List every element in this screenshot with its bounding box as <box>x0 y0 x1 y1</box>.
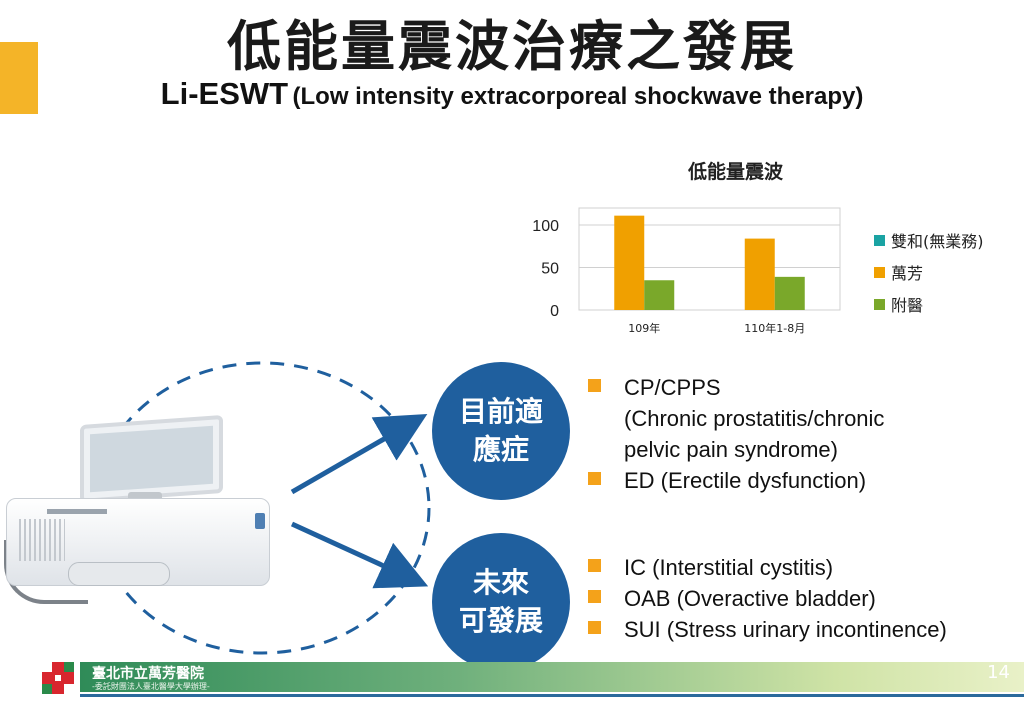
list-item: OAB (Overactive bladder) <box>588 583 947 614</box>
device-monitor <box>80 415 223 503</box>
y-tick-label: 100 <box>532 218 559 235</box>
list-item: CP/CPPS (Chronic prostatitis/chronic pel… <box>588 372 884 465</box>
legend-label: 附醫 <box>891 296 924 315</box>
future-indications-list: IC (Interstitial cystitis) OAB (Overacti… <box>588 552 947 645</box>
hospital-name: 臺北市立萬芳醫院 <box>92 666 204 682</box>
circle-label: 目前適 <box>458 395 543 428</box>
x-tick-label: 109年 <box>628 321 660 335</box>
slide-subtitle: Li-ESWT (Low intensity extracorporeal sh… <box>0 76 1024 112</box>
bullet-square-icon <box>588 559 601 572</box>
bar <box>614 215 645 310</box>
bullet-square-icon <box>588 621 601 634</box>
device-brand-strip <box>47 509 107 514</box>
device-vent <box>19 519 65 561</box>
y-tick-label: 0 <box>550 303 559 320</box>
list-item-text: SUI (Stress urinary incontinence) <box>624 617 947 642</box>
legend-item: 萬芳 <box>874 256 984 288</box>
list-item-text: CP/CPPS <box>624 375 721 400</box>
legend-label: 萬芳 <box>891 264 924 283</box>
slide-footer: 臺北市立萬芳醫院 -委託財團法人臺北醫學大學辦理- 14 <box>0 660 1024 701</box>
slide-title: 低能量震波治療之發展 <box>227 15 797 78</box>
subtitle-main: Li-ESWT <box>160 76 289 111</box>
bar <box>774 276 805 310</box>
chart-title: 低能量震波 <box>688 161 784 183</box>
legend-item: 附醫 <box>874 288 984 320</box>
accent-bar <box>0 42 38 114</box>
list-item-text: ED (Erectile dysfunction) <box>624 468 867 493</box>
footer-line <box>80 694 1024 697</box>
footer-band <box>80 662 1024 692</box>
chart-legend: 雙和(無業務) 萬芳 附醫 <box>874 224 984 320</box>
legend-label: 雙和(無業務) <box>891 232 984 251</box>
arrow-to-current <box>290 414 428 495</box>
circle-label: 可發展 <box>458 604 543 637</box>
bullet-square-icon <box>588 590 601 603</box>
y-tick-label: 50 <box>541 261 559 278</box>
bar <box>744 238 775 310</box>
circle-label: 未來 <box>472 566 529 599</box>
device-knob <box>255 513 265 529</box>
hospital-subtitle: -委託財團法人臺北醫學大學辦理- <box>92 682 210 691</box>
list-item: IC (Interstitial cystitis) <box>588 552 947 583</box>
list-item: SUI (Stress urinary incontinence) <box>588 614 947 645</box>
list-item-text: pelvic pain syndrome) <box>624 437 838 462</box>
list-item-text: IC (Interstitial cystitis) <box>624 555 834 580</box>
device-stand <box>128 492 162 502</box>
list-item-text: (Chronic prostatitis/chronic <box>624 406 885 431</box>
legend-item: 雙和(無業務) <box>874 224 984 256</box>
device-base <box>6 498 270 586</box>
page-number: 14 <box>987 662 1010 683</box>
circle-label: 應症 <box>472 433 529 466</box>
current-indications-list: CP/CPPS (Chronic prostatitis/chronic pel… <box>588 372 884 496</box>
bullet-square-icon <box>588 472 601 485</box>
list-item: ED (Erectile dysfunction) <box>588 465 884 496</box>
current-indications-circle: 目前適 應症 <box>432 362 570 500</box>
arrow-to-future <box>290 521 429 589</box>
hospital-logo-icon <box>42 662 74 694</box>
x-tick-label: 110年1-8月 <box>744 321 805 335</box>
bullet-square-icon <box>588 379 601 392</box>
future-development-circle: 未來 可發展 <box>432 533 570 671</box>
device-handpiece <box>68 562 170 586</box>
bar-chart: 0 50 100 109年 110年1-8月 <box>532 207 841 335</box>
legend-swatch <box>874 266 885 278</box>
subtitle-detail: (Low intensity extracorporeal shockwave … <box>292 83 864 110</box>
eswt-device-image <box>0 415 270 610</box>
device-screen <box>90 425 213 493</box>
legend-swatch <box>874 234 885 246</box>
bar <box>644 280 675 310</box>
legend-swatch <box>874 298 885 310</box>
list-item-text: OAB (Overactive bladder) <box>624 586 876 611</box>
